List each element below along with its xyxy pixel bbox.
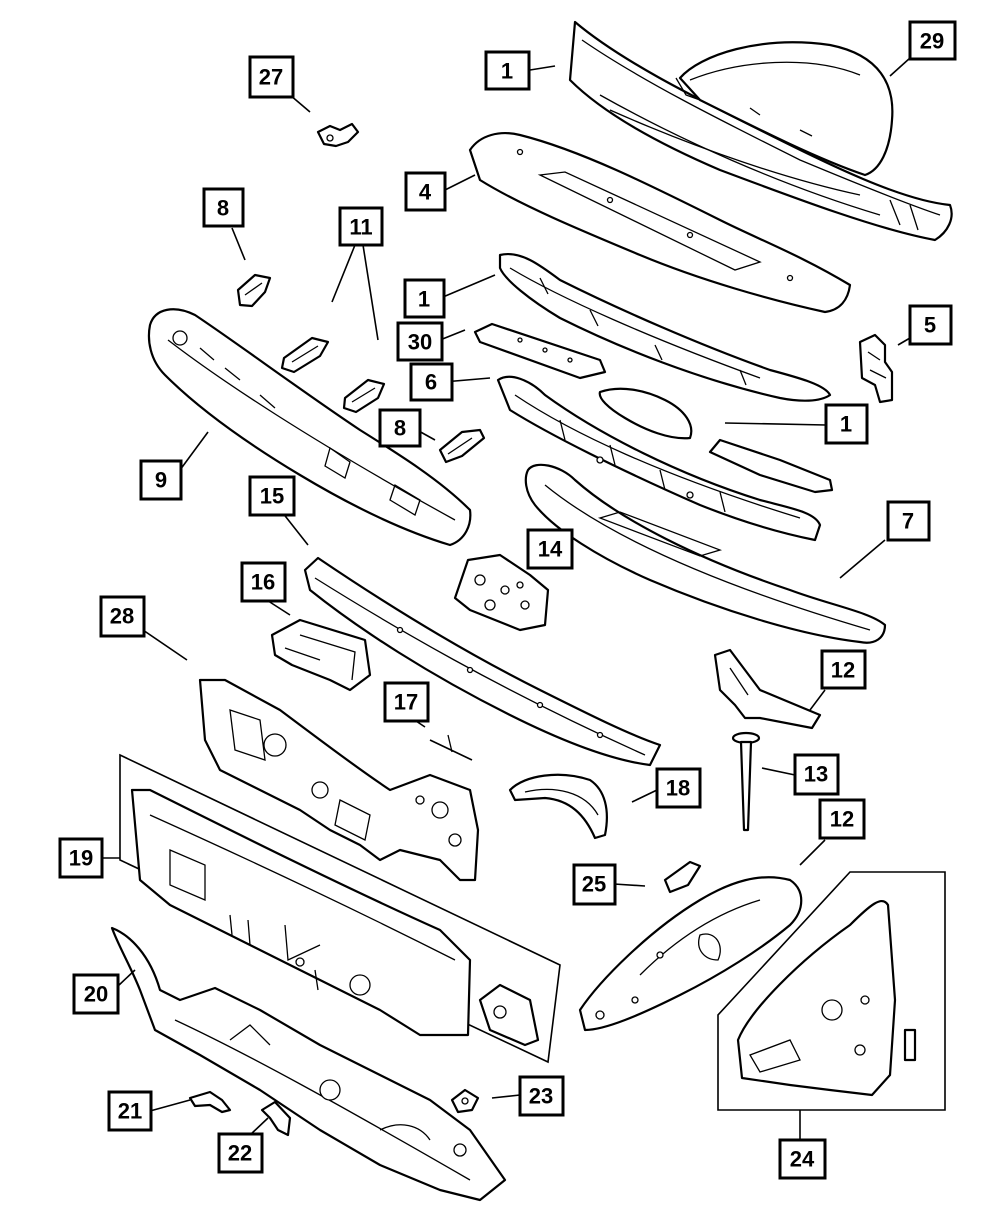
callout-8-lower: 8 xyxy=(378,408,422,448)
part-20-dash-panel-lower xyxy=(110,926,507,1202)
part-16-bracket xyxy=(270,618,372,692)
svg-text:4: 4 xyxy=(419,180,432,205)
callout-4: 4 xyxy=(404,171,447,212)
part-9-reinforcement xyxy=(147,308,472,547)
svg-text:29: 29 xyxy=(920,29,944,54)
svg-text:30: 30 xyxy=(408,330,432,355)
part-8-bracket-lower xyxy=(438,428,486,464)
part-4-cowl-top-panel xyxy=(468,132,852,314)
callout-8-upper: 8 xyxy=(202,187,245,228)
svg-text:8: 8 xyxy=(217,196,229,221)
svg-text:6: 6 xyxy=(425,370,437,395)
svg-text:13: 13 xyxy=(804,762,828,787)
svg-text:11: 11 xyxy=(349,215,372,240)
callout-16: 16 xyxy=(240,561,287,603)
part-1-seal-lower xyxy=(598,387,834,494)
part-14-bracket xyxy=(453,553,550,632)
callout-9: 9 xyxy=(139,459,183,501)
callout-12-upper: 12 xyxy=(820,649,867,690)
part-8-bracket-upper xyxy=(236,273,272,308)
callout-5: 5 xyxy=(908,304,953,346)
callout-24: 24 xyxy=(778,1138,827,1180)
svg-text:1: 1 xyxy=(418,287,430,312)
part-22-clip xyxy=(260,1100,292,1137)
part-24-cowl-side-group xyxy=(717,871,946,1111)
callout-20: 20 xyxy=(72,973,120,1015)
part-5-bracket xyxy=(858,333,894,404)
callout-22: 22 xyxy=(217,1132,264,1174)
svg-text:28: 28 xyxy=(110,604,134,629)
svg-text:1: 1 xyxy=(840,412,852,437)
svg-text:16: 16 xyxy=(251,570,275,595)
svg-text:12: 12 xyxy=(831,658,855,683)
part-19-dash-panel xyxy=(119,753,561,1064)
part-18-bracket xyxy=(508,773,608,840)
part-23-grommet xyxy=(450,1088,480,1114)
part-27-clip xyxy=(316,122,360,148)
part-15-cross-member xyxy=(303,556,662,767)
callout-14: 14 xyxy=(526,528,574,570)
part-13-stud xyxy=(731,731,761,832)
svg-text:25: 25 xyxy=(582,872,606,897)
svg-text:21: 21 xyxy=(118,1099,142,1124)
callout-30: 30 xyxy=(396,321,444,362)
callout-6: 6 xyxy=(409,362,454,402)
part-12-side-panel xyxy=(578,876,803,1032)
callout-25: 25 xyxy=(572,863,617,906)
svg-text:22: 22 xyxy=(228,1141,252,1166)
callout-1-middle: 1 xyxy=(403,278,446,319)
part-12-bracket-upper xyxy=(713,648,822,730)
svg-text:1: 1 xyxy=(501,59,513,84)
callout-1-top: 1 xyxy=(484,50,531,91)
svg-text:17: 17 xyxy=(394,690,418,715)
part-17-pin xyxy=(429,734,473,761)
callout-28: 28 xyxy=(99,595,146,638)
callout-18: 18 xyxy=(655,767,702,809)
part-6-plenum-panel xyxy=(496,375,822,542)
callout-7: 7 xyxy=(886,500,931,542)
callout-13: 13 xyxy=(793,753,840,796)
callout-19: 19 xyxy=(58,837,104,879)
callout-12-lower: 12 xyxy=(818,798,866,840)
svg-text:12: 12 xyxy=(830,807,854,832)
svg-text:27: 27 xyxy=(259,65,283,90)
svg-text:7: 7 xyxy=(902,509,914,534)
svg-text:5: 5 xyxy=(924,313,936,338)
callout-11: 11 xyxy=(338,206,384,247)
part-1-seal-middle xyxy=(498,252,832,402)
svg-text:18: 18 xyxy=(666,776,690,801)
part-30-plate xyxy=(473,322,607,380)
callout-29: 29 xyxy=(908,20,957,61)
part-11-bracket-left xyxy=(280,336,330,374)
svg-text:24: 24 xyxy=(790,1147,815,1172)
callout-27: 27 xyxy=(248,55,295,99)
svg-text:19: 19 xyxy=(69,846,93,871)
callout-15: 15 xyxy=(248,475,296,517)
part-28-silencer xyxy=(198,678,480,882)
svg-text:14: 14 xyxy=(538,537,563,562)
part-25-clip xyxy=(663,860,702,894)
svg-text:15: 15 xyxy=(260,484,284,509)
callout-17: 17 xyxy=(383,681,430,723)
callout-23: 23 xyxy=(518,1075,565,1117)
svg-text:23: 23 xyxy=(529,1084,553,1109)
part-11-bracket-right xyxy=(342,378,386,414)
callout-1-lower: 1 xyxy=(824,403,869,445)
svg-text:9: 9 xyxy=(155,468,167,493)
svg-text:20: 20 xyxy=(84,982,108,1007)
svg-text:8: 8 xyxy=(394,416,406,441)
part-29-windshield xyxy=(675,41,894,177)
callout-21: 21 xyxy=(107,1090,153,1132)
part-21-clip xyxy=(188,1090,232,1114)
